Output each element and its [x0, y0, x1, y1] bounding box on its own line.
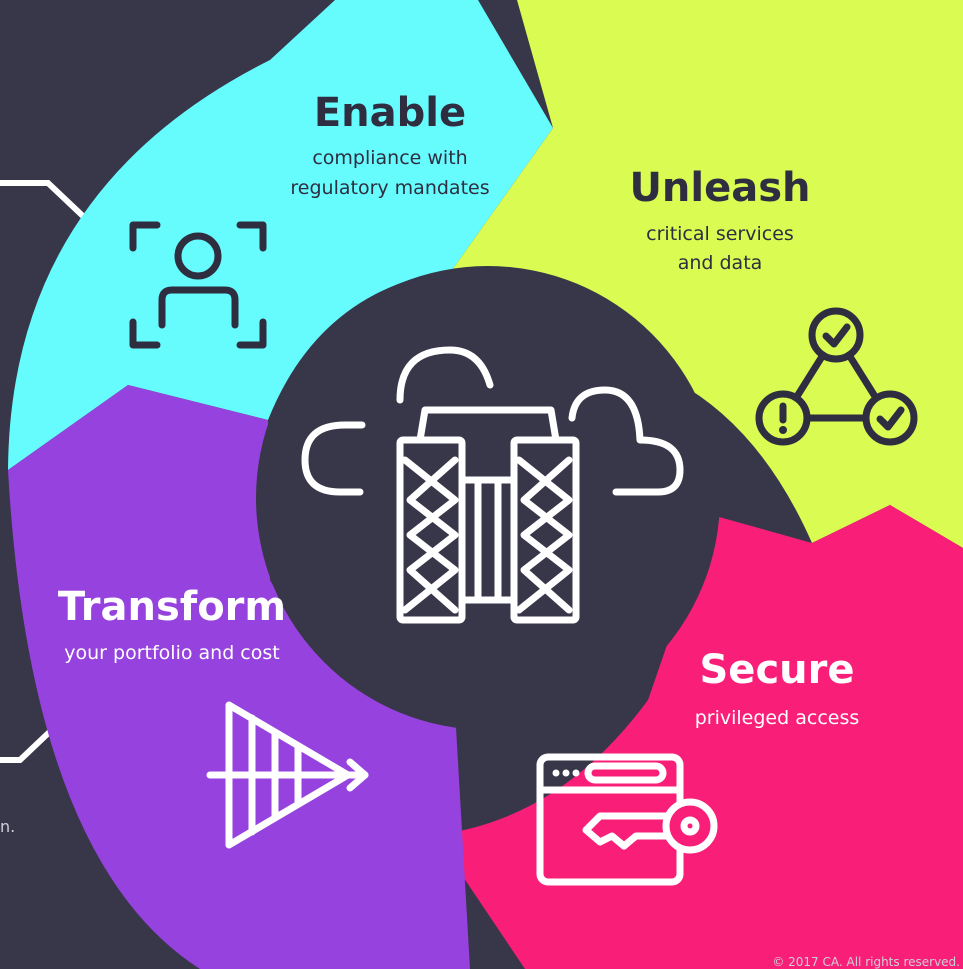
enable-title: Enable [314, 90, 466, 136]
secure-title: Secure [700, 647, 855, 693]
network-check-icon [755, 307, 918, 446]
secure-subtitle: privileged access [695, 707, 860, 729]
key-browser-icon [536, 753, 718, 886]
segment-enable [8, 0, 553, 470]
transform-title: Transform [58, 584, 286, 630]
enable-subtitle-line2: regulatory mandates [290, 177, 489, 199]
segment-secure [435, 505, 963, 969]
unleash-subtitle-line2: and data [678, 252, 763, 274]
cloud-mainframe-icon [301, 346, 684, 624]
hub-circle [256, 266, 720, 730]
connector-line-left-top [0, 180, 88, 221]
segment-unleash [452, 0, 963, 548]
edge-text-fragment: n. [0, 817, 15, 836]
arrow-triangle-icon [206, 701, 369, 849]
enable-subtitle-line1: compliance with [312, 147, 467, 169]
transform-subtitle: your portfolio and cost [64, 642, 279, 664]
copyright-text: © 2017 CA. All rights reserved. [772, 955, 960, 969]
user-scan-icon [129, 221, 267, 349]
unleash-subtitle-line1: critical services [646, 223, 794, 245]
connector-line-left-bottom [0, 719, 63, 763]
key-head [662, 798, 718, 854]
unleash-title: Unleash [629, 165, 810, 211]
segment-transform [8, 385, 470, 969]
